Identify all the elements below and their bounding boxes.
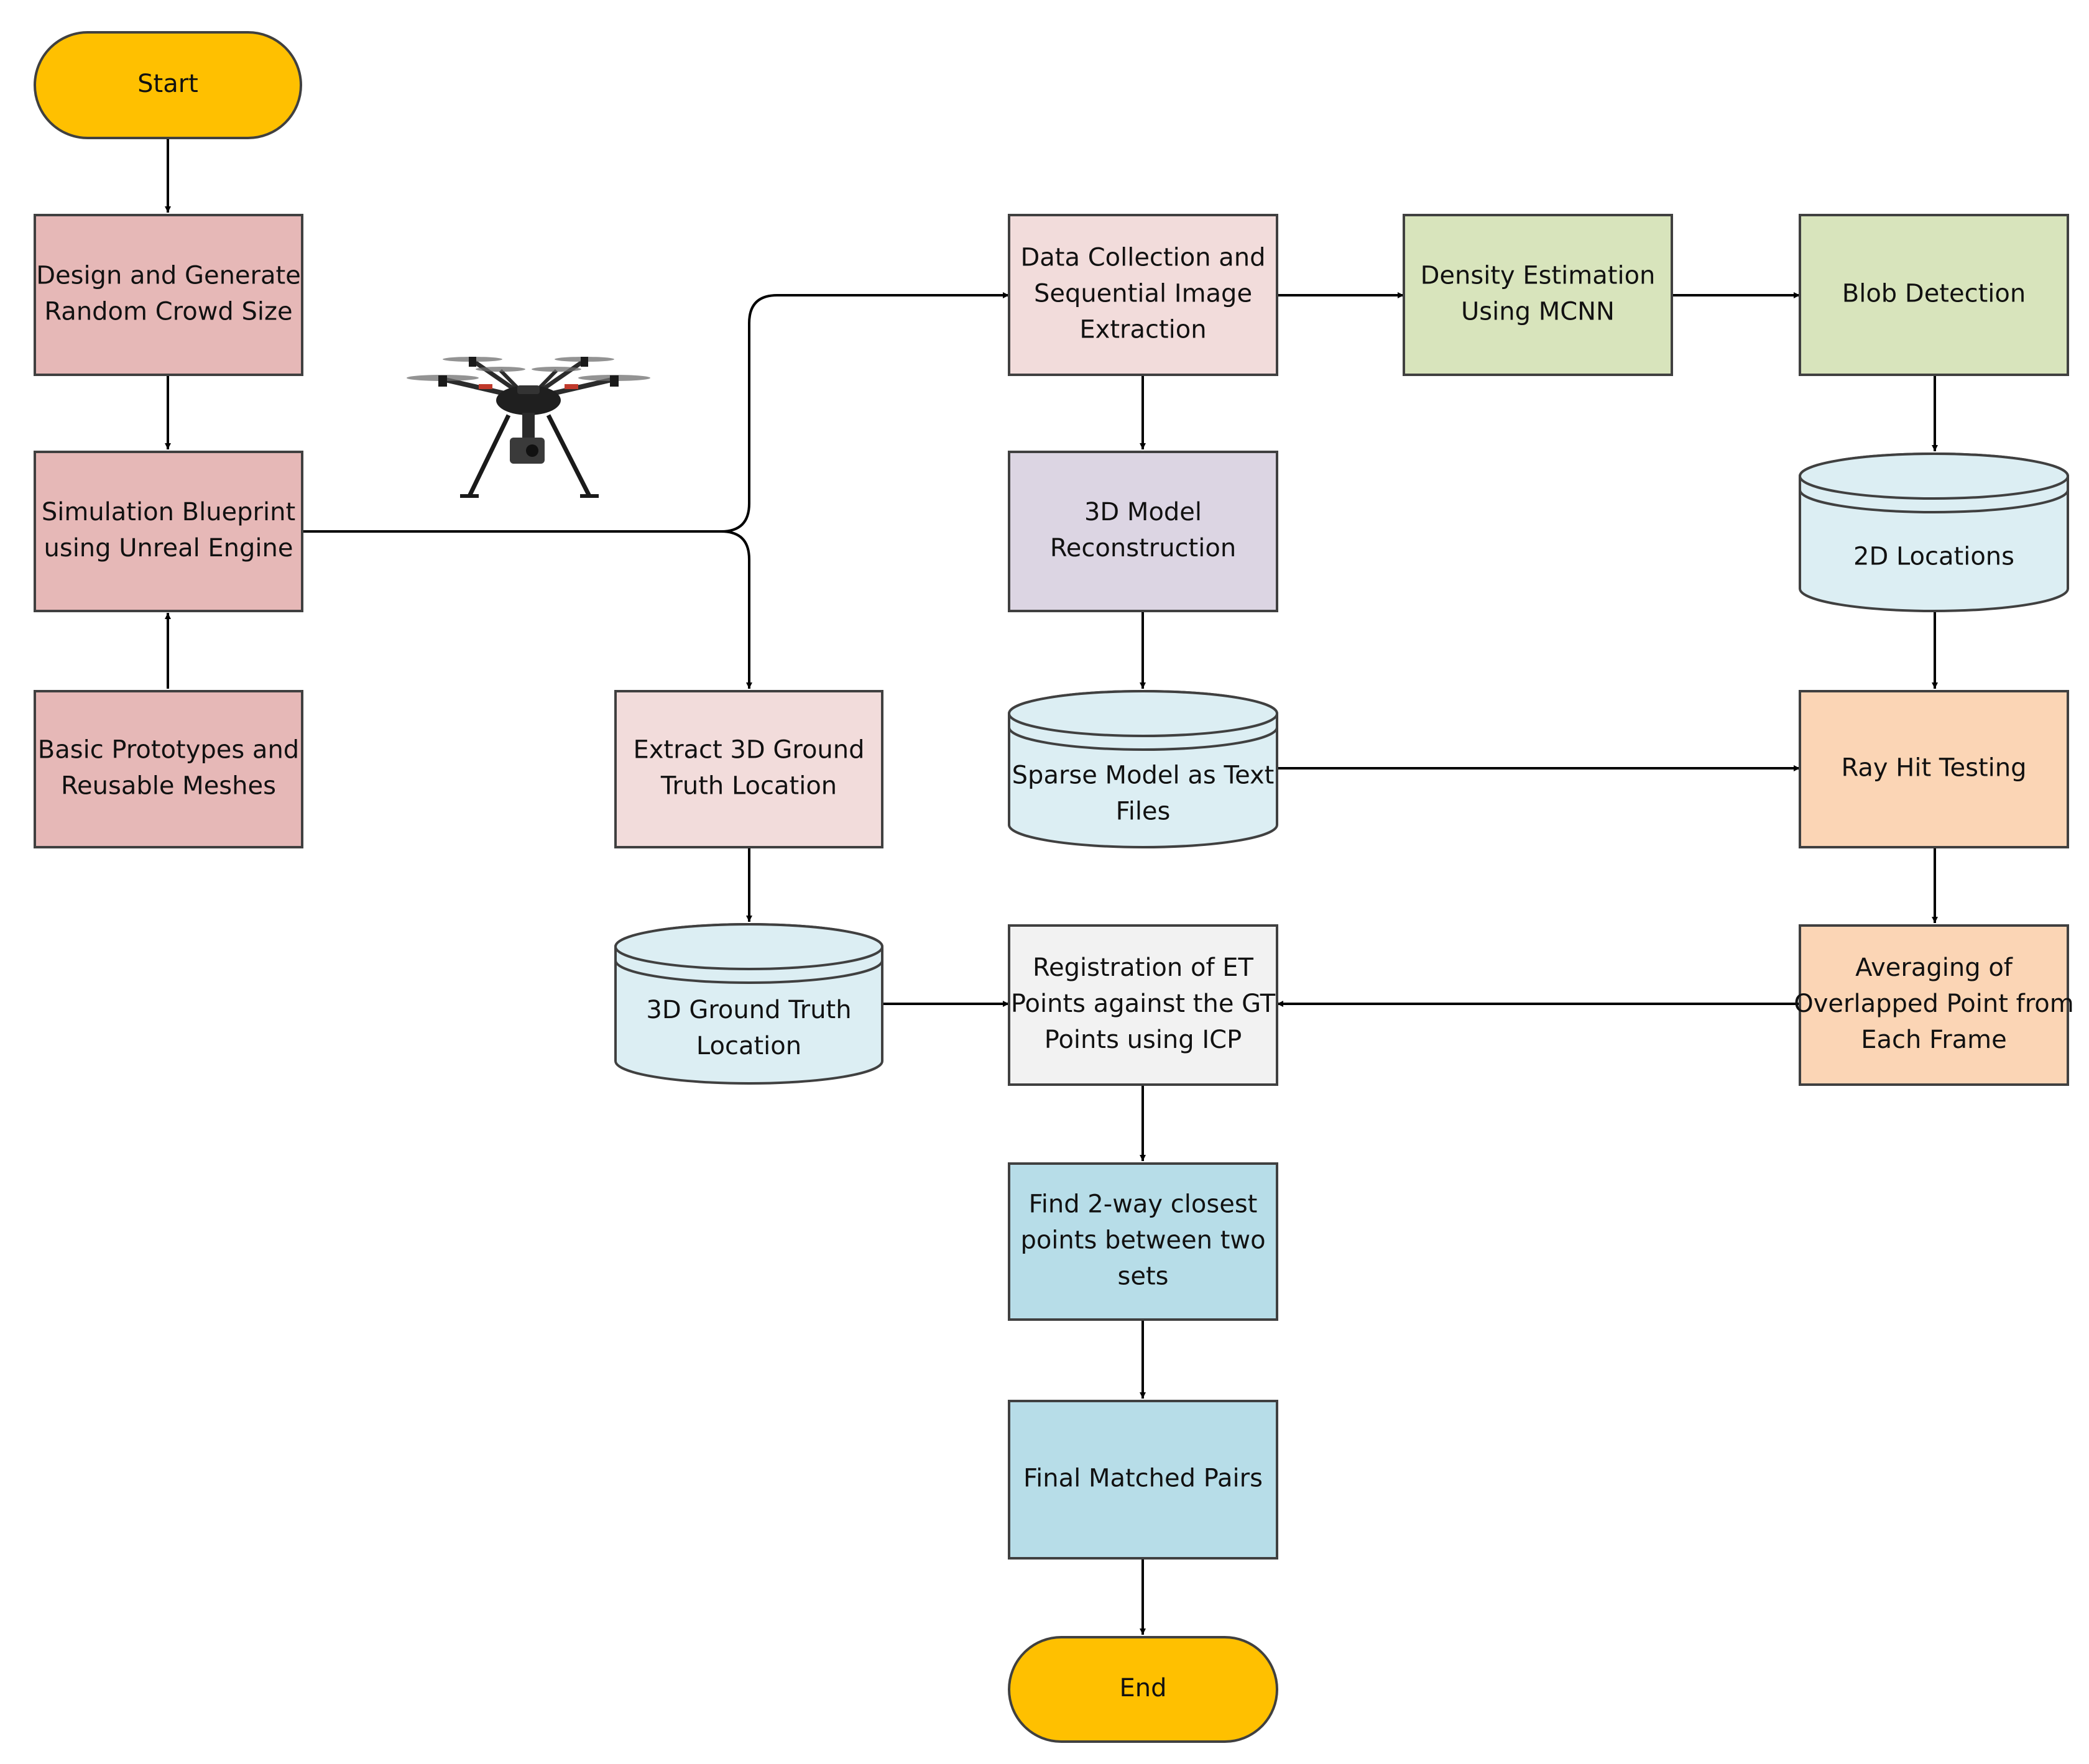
start-terminal: Start <box>34 31 302 139</box>
start-label: Start <box>137 70 198 98</box>
end-terminal: End <box>1008 1636 1278 1743</box>
drone-icon <box>407 357 650 498</box>
connector-simulation-extract3d <box>721 530 752 689</box>
final-matched-pairs-step: Final Matched Pairs <box>1008 1400 1278 1560</box>
locations-2d-database: 2D Locations <box>1799 452 2069 612</box>
connectors <box>165 138 1938 1635</box>
ray-hit-testing-step: Ray Hit Testing <box>1799 690 2069 848</box>
blob-detection-step: Blob Detection <box>1799 214 2069 376</box>
connector-simulation-datacollection <box>302 292 1009 533</box>
rayhit-label: Ray Hit Testing <box>1841 754 2026 783</box>
loc2d-label: 2D Locations <box>1853 543 2014 571</box>
blob-label: Blob Detection <box>1842 280 2026 308</box>
end-label: End <box>1119 1674 1166 1702</box>
final-label: Final Matched Pairs <box>1023 1464 1263 1493</box>
